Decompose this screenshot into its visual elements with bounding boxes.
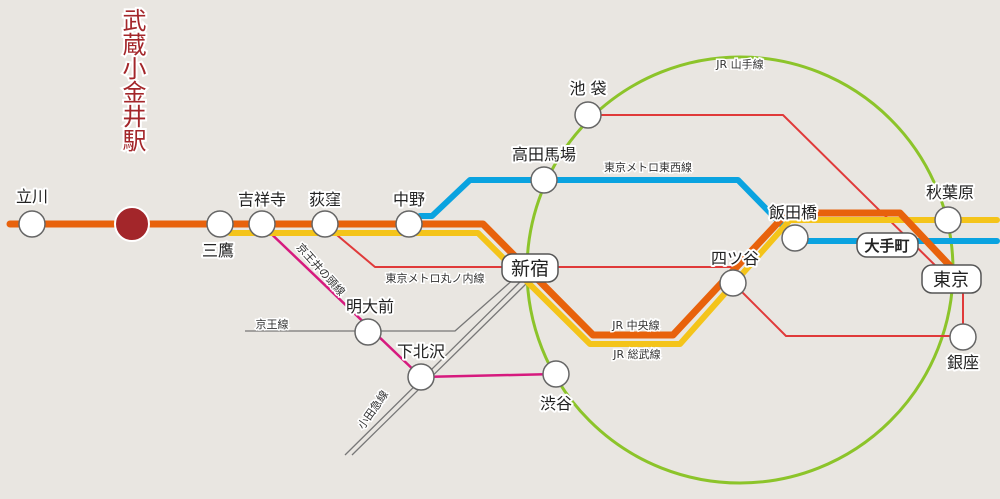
station-label: 立川 xyxy=(16,187,48,206)
station-label: 池 袋 xyxy=(569,79,606,98)
station-mitaka[interactable]: 三鷹 xyxy=(200,210,236,262)
station-musashi-koganei[interactable]: 武蔵小金井駅 xyxy=(114,6,150,242)
line-label-yamanote: JR 山手線 xyxy=(715,57,763,71)
keio-line xyxy=(245,277,516,332)
station-nakano[interactable]: 中野 xyxy=(391,188,427,238)
station-shinjuku[interactable]: 新宿 xyxy=(501,253,559,283)
station-yotsuya[interactable]: 四ツ谷 xyxy=(709,247,761,297)
odakyu-line-2 xyxy=(351,281,529,456)
station-shibuya[interactable]: 渋谷 xyxy=(538,360,574,415)
station-label: 四ツ谷 xyxy=(711,249,759,268)
station-tokyo[interactable]: 東京 xyxy=(921,264,982,294)
station-label: 新宿 xyxy=(511,258,549,280)
station-label: 銀座 xyxy=(947,353,979,372)
station-otemachi[interactable]: 大手町 xyxy=(856,232,919,258)
odakyu-line xyxy=(344,279,523,456)
station-meidaimae[interactable]: 明大前 xyxy=(344,295,396,346)
station-label: 大手町 xyxy=(864,237,909,255)
line-label-keio: 京王線 xyxy=(256,317,289,331)
station-ikebukuro[interactable]: 池 袋 xyxy=(567,77,609,129)
station-label: 荻窪 xyxy=(309,190,341,209)
station-label: 明大前 xyxy=(346,297,394,316)
marunouchi-line-north xyxy=(588,114,951,281)
station-label: 三鷹 xyxy=(202,241,234,260)
station-shimokitazawa[interactable]: 下北沢 xyxy=(395,340,447,391)
station-label: 東京 xyxy=(933,270,969,291)
line-label-chuo: JR 中央線 xyxy=(611,318,659,332)
station-iidabashi[interactable]: 飯田橋 xyxy=(767,201,819,252)
sobu-line xyxy=(227,217,1000,347)
line-label-marunouchi: 東京メトロ丸ノ内線 xyxy=(386,271,485,285)
station-ogikubo[interactable]: 荻窪 xyxy=(307,188,343,238)
station-label: 下北沢 xyxy=(397,342,445,361)
station-takadanobaba[interactable]: 高田馬場 xyxy=(510,143,578,194)
line-label-sobu: JR 総武線 xyxy=(612,347,660,361)
station-label: 中野 xyxy=(393,190,425,209)
station-tachikawa[interactable]: 立川 xyxy=(14,185,50,238)
station-label: 渋谷 xyxy=(540,394,572,413)
chuo-line xyxy=(6,209,956,339)
line-label-tozai: 東京メトロ東西線 xyxy=(604,160,692,174)
station-label: 高田馬場 xyxy=(512,145,576,164)
marunouchi-line-south xyxy=(732,282,964,337)
station-label: 吉祥寺 xyxy=(238,190,286,209)
station-label: 秋葉原 xyxy=(926,183,974,202)
station-kichijoji[interactable]: 吉祥寺 xyxy=(236,188,288,238)
marunouchi-line xyxy=(324,224,733,268)
station-label: 飯田橋 xyxy=(769,203,817,222)
station-ginza[interactable]: 銀座 xyxy=(945,323,981,374)
station-akihabara[interactable]: 秋葉原 xyxy=(924,181,976,234)
home-station-label: 武蔵小金井駅 xyxy=(118,8,146,152)
